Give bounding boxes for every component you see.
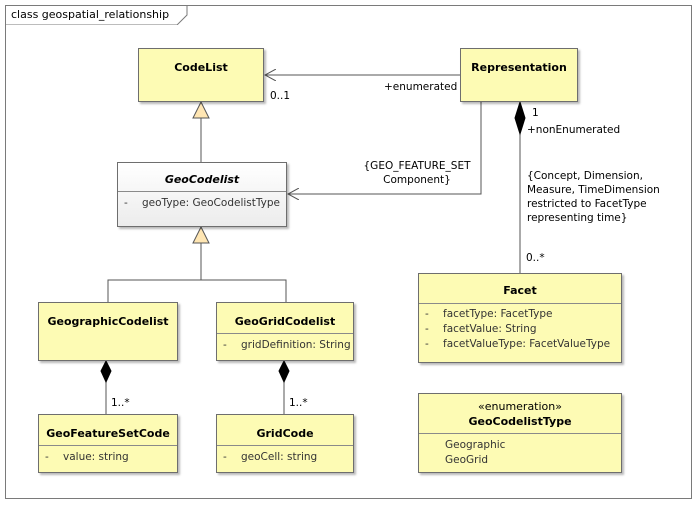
attribute-divider <box>217 445 353 446</box>
diagram-frame <box>5 5 692 499</box>
class-name: GeoFeatureSetCode <box>46 427 170 440</box>
multiplicity-codelist: 0..1 <box>270 90 291 102</box>
role-nonenumerated: +nonEnumerated <box>527 124 621 136</box>
constraint-facet-line3: restricted to FacetType <box>527 198 647 210</box>
attribute-row: -facetValue: String <box>425 323 537 335</box>
generalization-triangle-geocodelist <box>192 225 210 244</box>
attribute-row: -value: string <box>45 451 129 463</box>
multiplicity-facet: 0..* <box>526 252 545 264</box>
attribute-row: -facetType: FacetType <box>425 308 553 320</box>
class-codelist[interactable]: CodeList <box>138 48 264 102</box>
enum-literal: GeoGrid <box>445 454 489 466</box>
attribute-divider <box>419 303 621 304</box>
multiplicity-featureset: 1..* <box>111 397 130 409</box>
class-name: CodeList <box>174 61 228 74</box>
diagram-title: class geospatial_relationship <box>11 8 170 21</box>
frame-tab <box>5 5 188 25</box>
class-name: Representation <box>471 61 567 74</box>
literal-divider <box>419 433 621 434</box>
class-name: GeoCodelist <box>164 173 240 186</box>
composition-diamond-featureset <box>100 359 112 384</box>
enum-geocodelist-type[interactable]: «enumeration» GeoCodelistType Geographic… <box>418 393 622 473</box>
attribute-divider <box>118 191 286 192</box>
class-gridcode[interactable]: GridCode -geoCell: string <box>216 414 354 473</box>
multiplicity-gridcode: 1..* <box>289 397 308 409</box>
attribute-divider <box>39 445 177 446</box>
class-geogrid-codelist[interactable]: GeoGridCodelist -gridDefinition: String <box>216 302 354 361</box>
class-name: GeoCodelistType <box>468 415 572 428</box>
multiplicity-representation: 1 <box>532 107 539 119</box>
enum-literal: Geographic <box>445 439 506 451</box>
attribute-divider <box>217 333 353 334</box>
enum-stereotype: «enumeration» <box>478 400 562 413</box>
composition-diamond-facet <box>514 100 526 136</box>
attribute-row: -gridDefinition: String <box>223 339 351 351</box>
generalization-triangle-codelist <box>192 100 210 119</box>
constraint-facet-line4: representing time} <box>527 212 628 224</box>
class-geographic-codelist[interactable]: GeographicCodelist <box>38 302 178 361</box>
role-enumerated: +enumerated <box>384 81 458 93</box>
generalization-branch-line <box>107 279 287 302</box>
attribute-row: -geoCell: string <box>223 451 318 463</box>
class-name: GeoGridCodelist <box>234 315 336 328</box>
constraint-facet-line1: {Concept, Dimension, <box>527 170 643 182</box>
class-name: GridCode <box>256 427 314 440</box>
class-geocodelist[interactable]: GeoCodelist -geoType: GeoCodelistType <box>117 162 287 227</box>
class-facet[interactable]: Facet -facetType: FacetType -facetValue:… <box>418 273 622 363</box>
class-geofeatureset-code[interactable]: GeoFeatureSetCode -value: string <box>38 414 178 473</box>
assoc-geo-featureset-line <box>288 101 482 194</box>
attribute-row: -geoType: GeoCodelistType <box>124 197 280 209</box>
constraint-geo-featureset-line2: Component} <box>383 174 451 186</box>
composition-diamond-gridcode <box>278 359 290 384</box>
constraint-geo-featureset-line1: {GEO_FEATURE_SET <box>363 160 471 172</box>
class-representation[interactable]: Representation <box>460 48 578 102</box>
class-name: Facet <box>503 284 537 297</box>
constraint-facet-line2: Measure, TimeDimension <box>527 184 660 196</box>
attribute-row: -facetValueType: FacetValueType <box>425 338 611 350</box>
class-name: GeographicCodelist <box>47 315 169 328</box>
